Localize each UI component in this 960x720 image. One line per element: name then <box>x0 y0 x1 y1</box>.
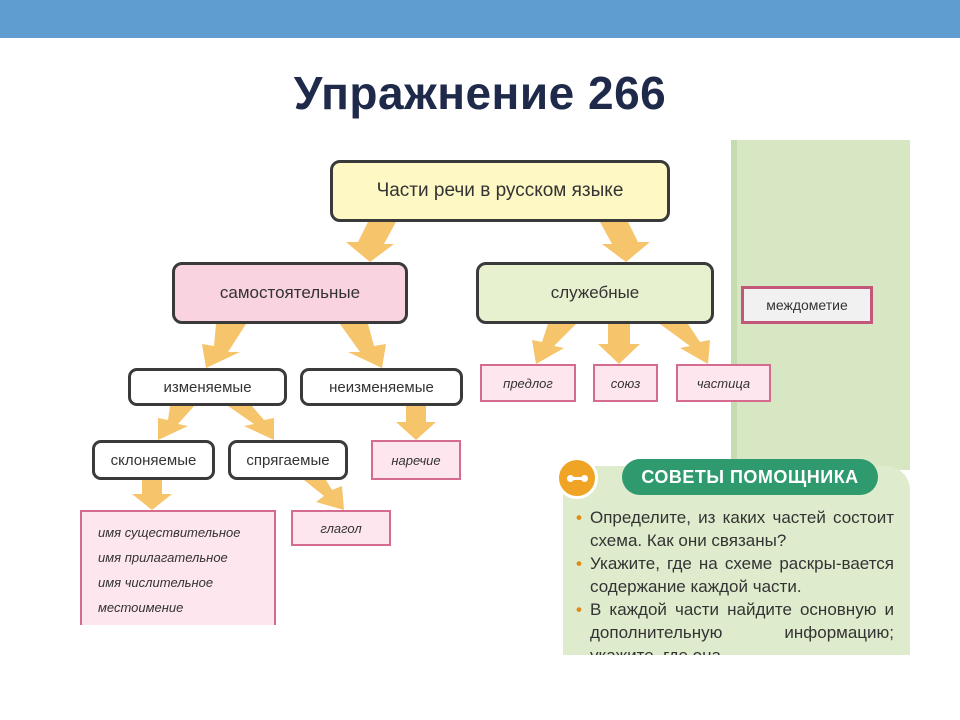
conjunction-node: союз <box>593 364 658 402</box>
arrow-unchangeable-to-adverb <box>396 406 436 440</box>
interjection-node: междометие <box>741 286 873 324</box>
bullet-icon: • <box>576 508 582 527</box>
auxiliary-node: служебные <box>476 262 714 324</box>
tip-item: • В каждой части найдите основную и допо… <box>576 598 894 655</box>
tip-item: • Определите, из каких частей состоит сх… <box>576 508 894 550</box>
adverb-node: наречие <box>371 440 461 480</box>
declinable-node: склоняемые <box>92 440 215 480</box>
independent-node: самостоятельные <box>172 262 408 324</box>
list-item: местоимение <box>98 600 184 615</box>
root-node: Части речи в русском языке <box>330 160 670 222</box>
declinable-list: имя существительное имя прилагательное и… <box>80 510 276 625</box>
diagram-arrows <box>132 222 710 510</box>
particle-node: частица <box>676 364 771 402</box>
bullet-icon: • <box>576 554 582 573</box>
list-item: имя существительное <box>98 525 241 540</box>
arrow-root-to-auxiliary <box>600 222 650 262</box>
verb-node: глагол <box>291 510 391 546</box>
changeable-node: изменяемые <box>128 368 287 406</box>
list-item: имя числительное <box>98 575 214 590</box>
helper-badge-icon <box>556 457 598 499</box>
arrow-changeable-to-conjugated <box>228 406 274 440</box>
parts-of-speech-figure: Части речи в русском языке самостоятельн… <box>78 140 910 655</box>
preposition-node: предлог <box>480 364 576 402</box>
arrow-conjugated-to-verb <box>304 480 344 510</box>
arrow-changeable-to-declinable <box>158 406 194 440</box>
arrow-auxiliary-to-chastitsa <box>660 324 710 364</box>
tips-heading: СОВЕТЫ ПОМОЩНИКА <box>622 459 878 495</box>
unchangeable-node: неизменяемые <box>300 368 463 406</box>
green-strip-edge <box>731 140 737 470</box>
top-accent-bar <box>0 0 960 38</box>
list-item: имя прилагательное <box>98 550 228 565</box>
arrow-independent-to-unchangeable <box>340 324 386 368</box>
slide-title: Упражнение 266 <box>293 67 667 119</box>
bullet-icon: • <box>576 600 582 619</box>
arrow-auxiliary-to-predlog <box>532 324 576 364</box>
tip-item: • Укажите, где на схеме раскры-вается со… <box>576 554 894 596</box>
arrow-root-to-independent <box>346 222 396 262</box>
arrow-independent-to-changeable <box>202 324 246 368</box>
conjugated-node: спрягаемые <box>228 440 348 480</box>
tips-panel <box>563 466 910 655</box>
tips-list: • Определите, из каких частей состоит сх… <box>576 506 894 655</box>
arrow-declinable-to-list <box>132 480 172 510</box>
arrow-auxiliary-to-soyuz <box>598 324 640 364</box>
